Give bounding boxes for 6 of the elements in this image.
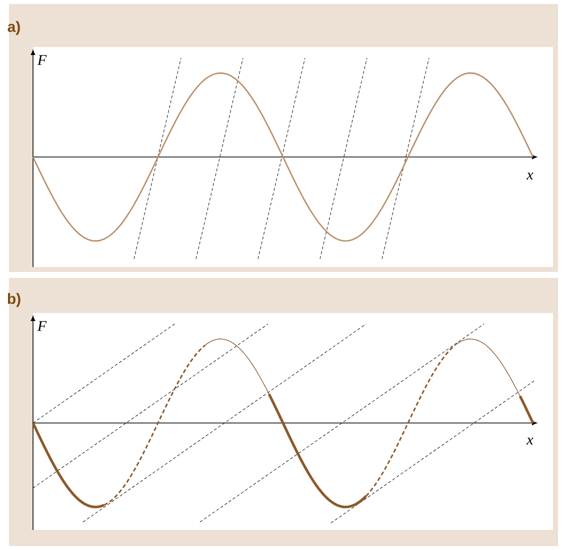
axis-label: x [526, 438, 534, 444]
panel-label: a) [8, 21, 20, 35]
axis-label: F [37, 321, 47, 331]
axis-label: x [526, 172, 534, 180]
axis-label: F [37, 55, 47, 65]
panel-label: b) [8, 293, 20, 307]
